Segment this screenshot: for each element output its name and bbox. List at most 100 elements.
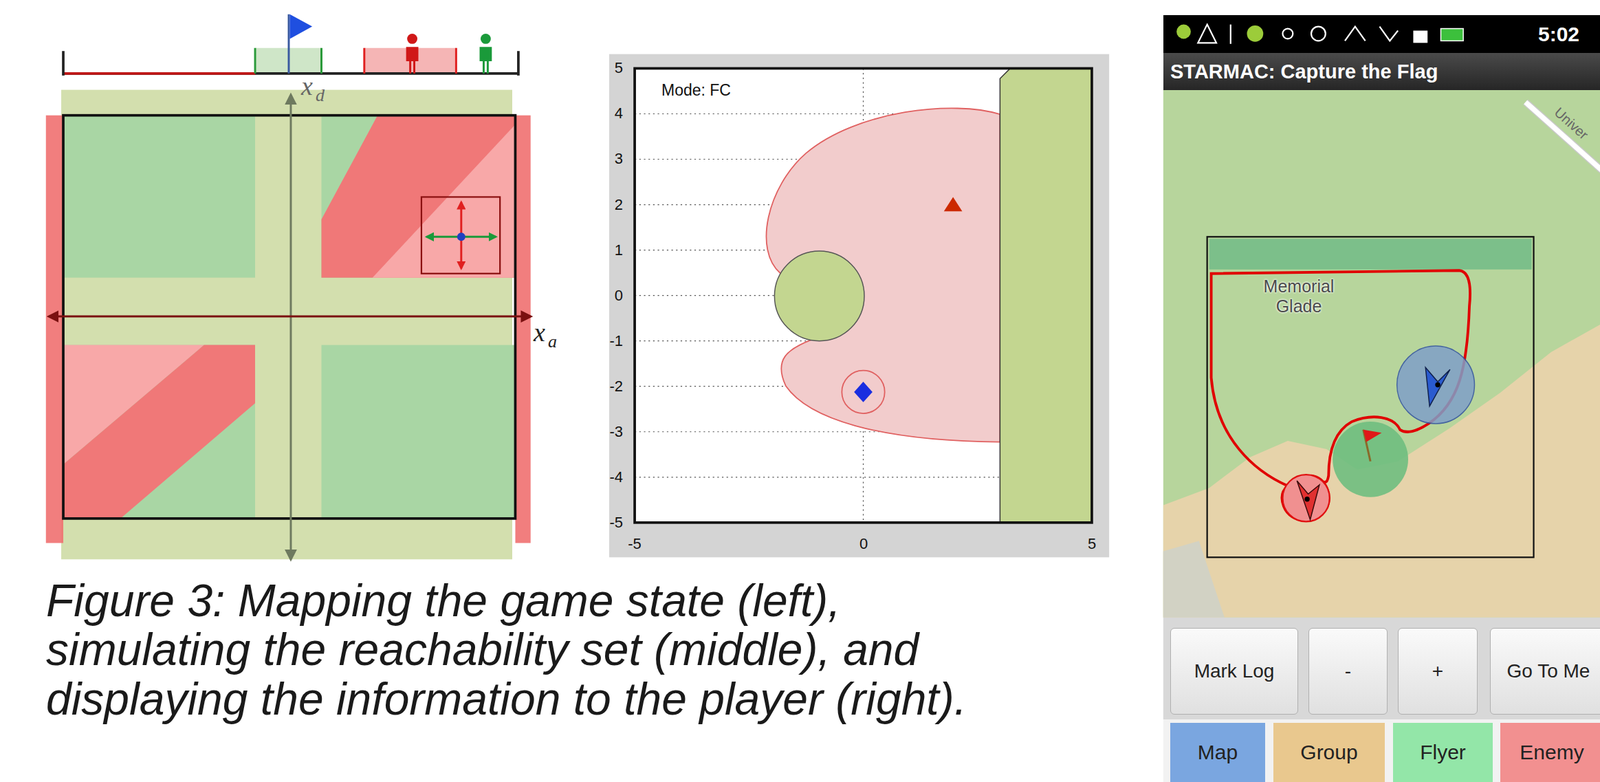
capture-region-light: [372, 124, 516, 278]
node-text: +: [1432, 660, 1444, 683]
reach-set: [766, 107, 1001, 442]
quadrant: [321, 345, 515, 519]
defender-zone: [1397, 345, 1475, 424]
node-text: Flyer: [1419, 740, 1466, 764]
boundary-strip: [46, 115, 64, 544]
node-text: Map: [1197, 740, 1238, 764]
zone-edge: [320, 48, 323, 74]
tick-label: 1: [592, 241, 623, 260]
app-tab: Enemy: [1500, 722, 1600, 782]
node-text: Group: [1300, 740, 1358, 764]
tick-label: 0: [846, 534, 881, 553]
road: [1525, 101, 1600, 170]
attacker-icon-part: [407, 33, 418, 45]
zone-edge: [254, 48, 257, 74]
flag-zone: [1332, 421, 1409, 498]
node-text: Enemy: [1519, 740, 1584, 764]
defender-axis: [289, 94, 292, 560]
defender-marker: [1425, 367, 1451, 406]
app-tab: Map: [1170, 722, 1266, 782]
attacker-zone: [1282, 474, 1330, 522]
state-box: [421, 196, 500, 273]
tick-label: -3: [592, 422, 623, 441]
map-terrain: [1163, 324, 1600, 618]
tick-label: -4: [592, 468, 623, 487]
flag-region: [774, 250, 865, 342]
reach-boundary: [1211, 270, 1471, 520]
attacker-icon-part: [406, 46, 419, 74]
quadrant: [321, 115, 515, 278]
goal-region: [999, 68, 1092, 522]
axis-label: x: [301, 71, 313, 102]
defender-radius: [841, 370, 885, 414]
place-label: Memorial Glade: [1250, 276, 1347, 317]
plot-area: [634, 68, 1092, 522]
app-tab: Flyer: [1393, 722, 1493, 782]
reachability-plot: [609, 54, 1110, 558]
map-ground: [1163, 90, 1600, 618]
defender-icon: [479, 33, 493, 74]
node-text: Go To Me: [1507, 660, 1591, 683]
goal-band: [1209, 238, 1532, 270]
tick-label: 3: [592, 149, 623, 168]
app-button: Go To Me: [1489, 627, 1600, 715]
node-text: Mark Log: [1194, 660, 1275, 683]
axis-label: x: [533, 317, 546, 348]
phone-screen: [1163, 90, 1600, 782]
flag-pole: [288, 14, 291, 74]
defender-marker: [853, 381, 873, 403]
bar-line-red: [63, 72, 256, 75]
defender-icon-part: [479, 46, 493, 74]
tick-label: -1: [592, 332, 623, 350]
tick-label: 0: [592, 286, 623, 305]
attacker-axis: [48, 315, 531, 318]
tick-label: 4: [592, 104, 623, 123]
figure-caption: Figure 3: Mapping the game state (left),…: [46, 576, 968, 724]
attacker-icon: [406, 33, 419, 74]
field-border: [1207, 236, 1534, 557]
attacker-marker: [944, 196, 963, 212]
bar-line: [63, 72, 519, 75]
capture-region: [63, 345, 256, 519]
mode-label: Mode: FC: [661, 81, 731, 100]
node-text: -: [1344, 660, 1352, 683]
flag: [1363, 429, 1383, 443]
tick-label: 2: [592, 195, 623, 214]
zone-edge: [363, 48, 366, 74]
defender-icon-part: [480, 33, 491, 45]
status-bar: 5:02: [1163, 15, 1600, 53]
plot-ground: [609, 54, 1110, 558]
app-tab: Group: [1273, 722, 1385, 782]
title-bar: STARMAC: Capture the Flag: [1163, 52, 1600, 91]
tick-label: -5: [617, 534, 652, 553]
road: [1525, 101, 1600, 170]
node-text: 5:02: [1538, 22, 1580, 47]
capture-region: [321, 115, 515, 278]
zone-edge: [455, 48, 458, 74]
flag: [289, 14, 313, 40]
grid: [634, 68, 1092, 522]
state-dot: [457, 232, 466, 241]
game-state-map: [46, 90, 531, 560]
tick-label: -2: [592, 377, 623, 396]
defender-dot: [1434, 382, 1440, 388]
plot-frame: [634, 68, 1092, 522]
app-button: Mark Log: [1170, 627, 1299, 715]
boundary-strip: [514, 115, 531, 544]
axis-subscript: d: [315, 85, 325, 106]
tick-label: -5: [592, 513, 623, 532]
map-terrain: [1163, 541, 1225, 618]
attacker-marker: [1296, 480, 1320, 520]
bar-end: [517, 50, 520, 76]
node-text: STARMAC: Capture the Flag: [1170, 60, 1438, 84]
tick-label: 5: [1074, 534, 1110, 553]
app-button: +: [1397, 627, 1478, 715]
tick-label: 5: [592, 59, 623, 78]
quadrant: [63, 345, 256, 519]
bar-end: [61, 50, 65, 76]
axis-subscript: a: [548, 331, 557, 353]
quadrant: [63, 115, 256, 278]
scaled-art: [46, 14, 1600, 782]
app-button: -: [1308, 627, 1388, 715]
attacker-dot: [1304, 496, 1310, 502]
